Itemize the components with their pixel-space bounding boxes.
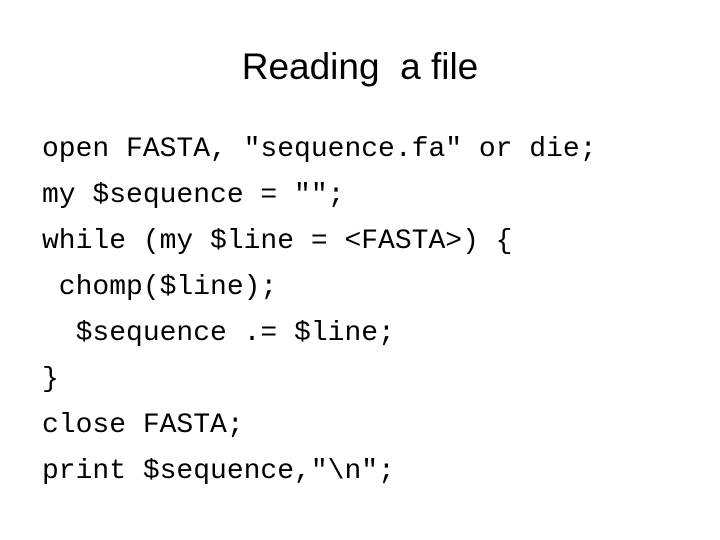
code-block: open FASTA, "sequence.fa" or die; my $se… <box>42 127 702 495</box>
code-line-open: open FASTA, "sequence.fa" or die; <box>42 134 597 165</box>
slide-title: Reading a file <box>241 46 479 87</box>
code-line-append: $sequence .= $line; <box>42 318 395 349</box>
code-line-close-file: close FASTA; <box>42 410 244 441</box>
code-line-print: print $sequence,"\n"; <box>42 456 395 487</box>
code-line-close-brace: } <box>42 364 59 395</box>
code-line-chomp: chomp($line); <box>42 272 278 303</box>
code-line-while: while (my $line = <FASTA>) { <box>42 226 513 257</box>
code-line-declare-sequence: my $sequence = ""; <box>42 180 345 211</box>
